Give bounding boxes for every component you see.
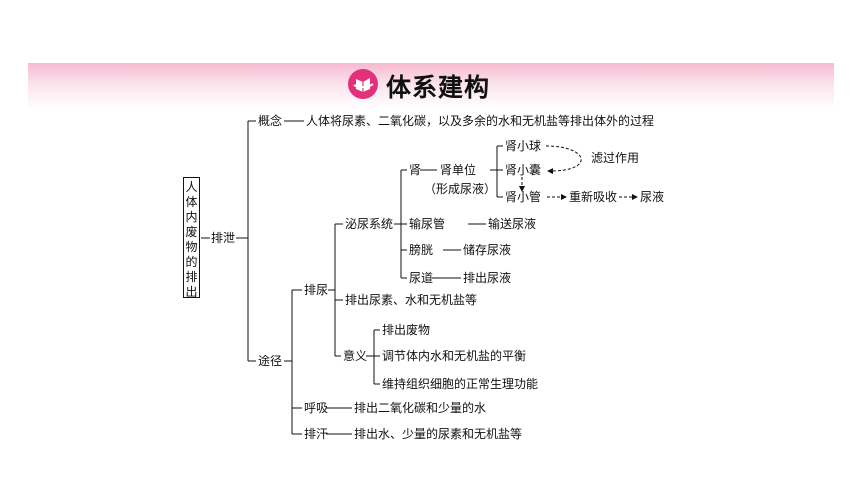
node-bladder: 膀胱 — [409, 243, 434, 257]
node-urination: 排尿 — [304, 283, 329, 297]
node-tubule: 肾小管 — [505, 190, 542, 204]
urethra-function: 排出尿液 — [463, 271, 512, 285]
node-capsule: 肾小囊 — [505, 163, 542, 177]
node-kidney: 肾 — [409, 163, 422, 177]
bladder-function: 储存尿液 — [463, 243, 512, 257]
node-breathing: 呼吸 — [304, 401, 329, 415]
breathing-content: 排出二氧化碳和少量的水 — [354, 401, 487, 415]
node-urethra: 尿道 — [409, 271, 434, 285]
page-title: 体系建构 — [386, 73, 491, 102]
node-route: 途径 — [258, 354, 283, 368]
header-band — [28, 63, 834, 109]
book-logo-icon — [348, 69, 378, 99]
node-concept: 概念 — [258, 114, 283, 128]
root-node: 人体内废物的排出 — [183, 177, 200, 299]
node-nephron: 肾单位 — [440, 163, 477, 177]
node-urinary-system: 泌尿系统 — [345, 217, 394, 231]
reabsorption-label: 重新吸收 — [569, 190, 618, 204]
urination-content: 排出尿素、水和无机盐等 — [345, 293, 478, 307]
node-ureter: 输尿管 — [409, 217, 446, 231]
ureter-function: 输送尿液 — [488, 217, 537, 231]
node-significance: 意义 — [343, 349, 368, 363]
filtration-label: 滤过作用 — [591, 151, 640, 165]
node-urine: 尿液 — [640, 190, 665, 204]
significance-3: 维持组织细胞的正常生理功能 — [382, 377, 539, 391]
sweating-content: 排出水、少量的尿素和无机盐等 — [354, 427, 523, 441]
significance-1: 排出废物 — [382, 323, 431, 337]
significance-2: 调节体内水和无机盐的平衡 — [382, 349, 527, 363]
nephron-note: （形成尿液） — [424, 182, 497, 196]
node-glomerulus: 肾小球 — [505, 139, 542, 153]
concept-definition: 人体将尿素、二氧化碳，以及多余的水和无机盐等排出体外的过程 — [306, 114, 655, 128]
node-excretion: 排泄 — [211, 231, 236, 245]
node-sweating: 排汗 — [304, 427, 329, 441]
